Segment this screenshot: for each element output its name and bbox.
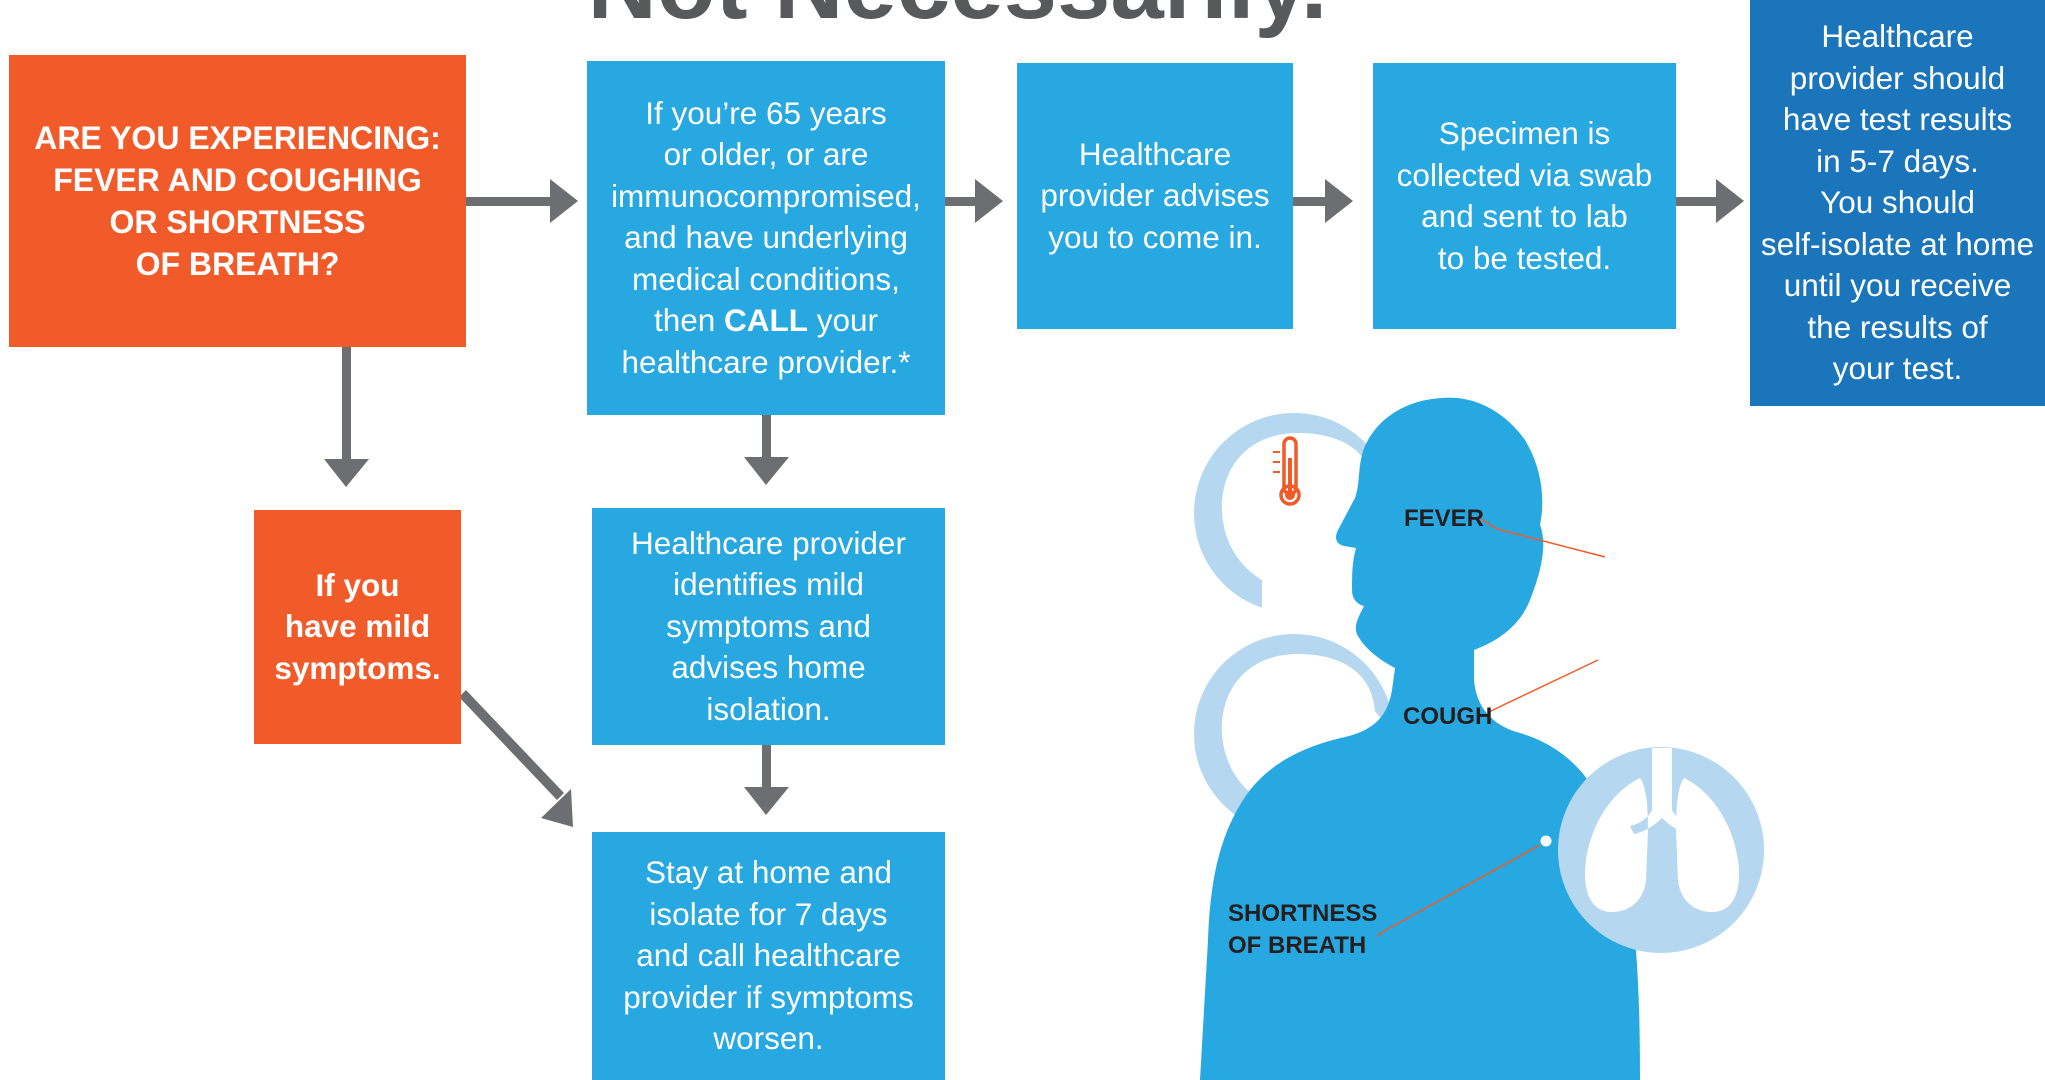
fever-label: FEVER	[1404, 503, 1484, 535]
mild-identified-box: Healthcare provider identifies mild symp…	[592, 508, 945, 745]
mild-line-2: have mild	[284, 608, 431, 645]
mild-identified-line-1: Healthcare provider	[631, 524, 906, 561]
specimen-line-1: Specimen is	[1438, 115, 1611, 151]
fever-label-text: FEVER	[1404, 505, 1485, 532]
human-body-icon	[1200, 397, 1640, 1080]
specimen-box: Specimen is collected via swab and sent …	[1373, 63, 1676, 329]
age-check-line-6: then CALL your	[654, 300, 878, 342]
stay-home-box: Stay at home and isolate for 7 days and …	[592, 832, 945, 1080]
arrow-mild-identified-to-stay-home	[744, 745, 789, 815]
stay-home-line-3: and call healthcare	[636, 937, 901, 974]
age-check-line-4: and have underlying	[624, 219, 908, 256]
lungs-icon	[1585, 748, 1739, 912]
fever-head-circle	[1194, 413, 1394, 613]
shortness-of-breath-label: SHORTNESS OF BREATH	[1228, 898, 1377, 962]
specimen-line-3: and sent to lab	[1421, 198, 1628, 234]
arrow-specimen-to-results	[1676, 179, 1744, 223]
specimen-line-2: collected via swab	[1396, 156, 1653, 193]
arrow-question-to-mild	[324, 347, 369, 487]
question-line-1: ARE YOU EXPERIENCING:	[34, 120, 441, 156]
stay-home-line-1: Stay at home and	[645, 854, 892, 891]
specimen-line-4: to be tested.	[1437, 239, 1612, 276]
results-line-2: provider should	[1789, 59, 2006, 96]
symptom-leader-lines	[1376, 518, 1606, 937]
results-line-7: until you receive	[1783, 267, 2012, 304]
advise-visit-line-1: Healthcare	[1078, 135, 1232, 172]
arrow-visit-to-specimen	[1293, 179, 1353, 223]
arrow-mild-to-stay-home	[459, 690, 573, 827]
symptom-pointer-dots	[1540, 556, 1617, 847]
stay-home-line-5: worsen.	[713, 1020, 824, 1057]
question-line-4: OF BREATH?	[135, 246, 340, 282]
age-check-line-1: If you’re 65 years	[645, 94, 887, 131]
age-check-line-7: healthcare provider.*	[621, 343, 911, 380]
stay-home-line-4: provider if symptoms	[623, 978, 914, 1015]
results-line-9: your test.	[1832, 350, 1963, 387]
results-line-1: Healthcare	[1821, 18, 1974, 55]
breath-label-line-1: SHORTNESS	[1228, 900, 1378, 927]
age-check-line-3: immunocompromised,	[611, 177, 921, 214]
results-line-5: You should	[1820, 184, 1975, 221]
results-line-3: have test results	[1782, 101, 2013, 138]
mild-line-1: If you	[315, 566, 400, 603]
question-line-2: FEVER AND COUGHING	[53, 162, 422, 198]
mild-symptoms-box: If you have mild symptoms.	[254, 510, 461, 744]
call-prefix: then	[653, 302, 725, 339]
question-box: ARE YOU EXPERIENCING: FEVER AND COUGHING…	[9, 55, 466, 347]
mild-identified-line-2: identifies mild	[673, 566, 864, 603]
call-suffix: your	[808, 302, 879, 339]
results-line-4: in 5-7 days.	[1816, 142, 1979, 179]
advise-visit-line-3: you to come in.	[1048, 218, 1262, 255]
age-check-line-2: or older, or are	[663, 136, 869, 173]
call-emphasis: CALL	[724, 302, 808, 339]
arrow-age-to-visit	[945, 179, 1003, 223]
flow-arrows	[324, 179, 1744, 827]
results-line-8: the results of	[1807, 308, 1988, 345]
mild-identified-line-4: advises home	[671, 649, 866, 686]
question-line-3: OR SHORTNESS	[109, 204, 366, 240]
cough-label-text: COUGH	[1403, 703, 1493, 730]
age-check-line-5: medical conditions,	[632, 260, 900, 297]
stay-home-line-2: isolate for 7 days	[649, 895, 888, 932]
mild-line-3: symptoms.	[274, 649, 441, 686]
advise-visit-line-2: provider advises	[1040, 177, 1270, 214]
mild-identified-line-5: isolation.	[706, 690, 831, 727]
advise-visit-box: Healthcare provider advises you to come …	[1017, 63, 1293, 329]
lungs-circle	[1558, 747, 1764, 953]
results-box: Healthcare provider should have test res…	[1750, 0, 2045, 406]
head-fever-icon	[1221, 433, 1392, 613]
thermometer-icon	[1273, 436, 1301, 506]
breath-label-line-2: OF BREATH	[1228, 932, 1367, 959]
arrow-question-to-age	[466, 179, 578, 223]
results-line-6: self-isolate at home	[1760, 225, 2035, 262]
page-title: Not Necessarily.	[0, 0, 1915, 34]
mild-identified-line-3: symptoms and	[666, 607, 871, 644]
arrow-age-to-mild-identified	[744, 415, 789, 485]
age-check-box: If you’re 65 years or older, or are immu…	[587, 61, 945, 415]
cough-label: COUGH	[1403, 701, 1492, 733]
